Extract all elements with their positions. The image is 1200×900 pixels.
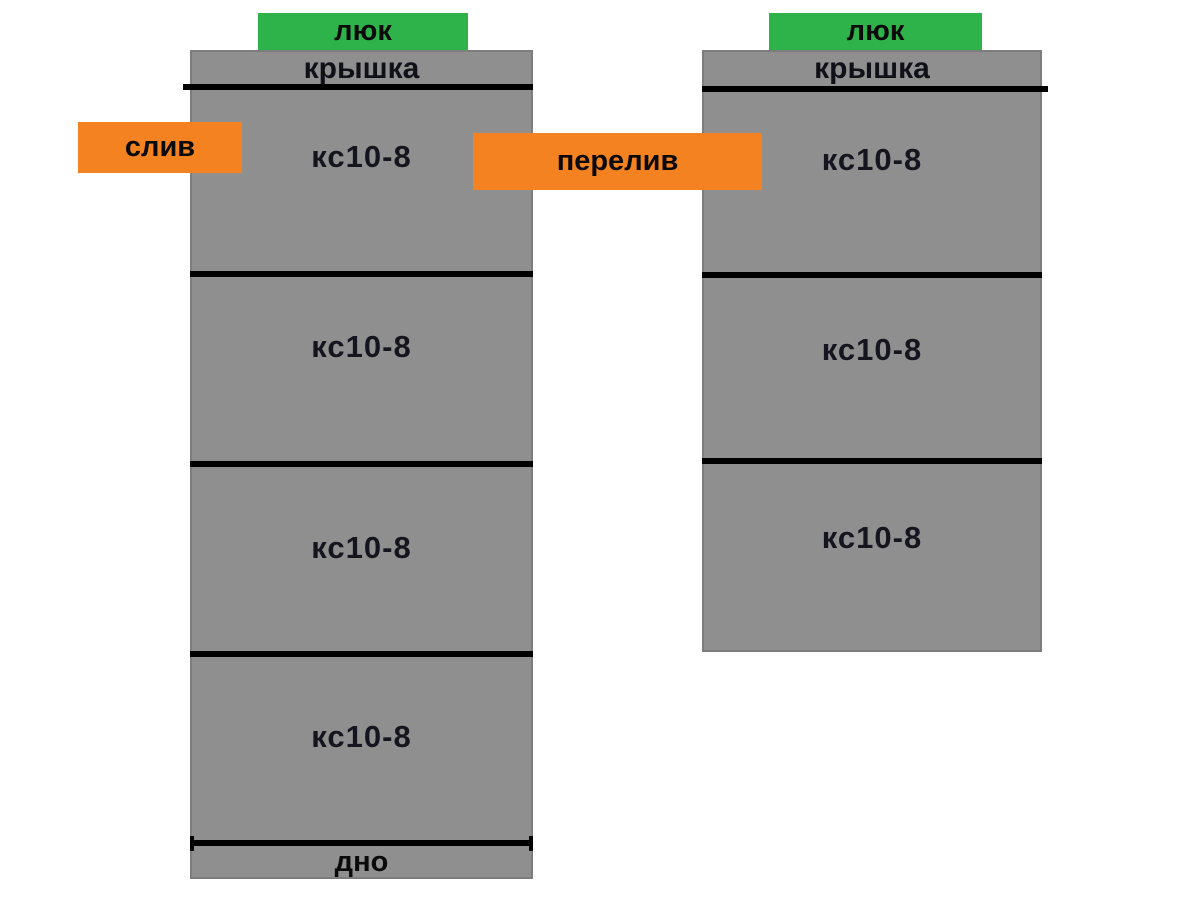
left-bottom-label: дно xyxy=(334,846,389,878)
right-lid-line xyxy=(702,86,1048,92)
drain-tag: слив xyxy=(78,122,242,173)
left-ring-divider-3 xyxy=(190,651,533,657)
right-ring-label-1: кс10-8 xyxy=(821,142,923,177)
left-lid-label: крышка xyxy=(303,52,420,85)
right-ring-label-3: кс10-8 xyxy=(821,520,923,555)
left-ring-divider-1 xyxy=(190,271,533,277)
right-ring-divider-2 xyxy=(702,458,1042,464)
bottom-line-left-tick xyxy=(190,836,194,851)
left-ring-label-3: кс10-8 xyxy=(311,530,412,565)
left-hatch-label: люк xyxy=(258,13,468,50)
overflow-tag: перелив xyxy=(473,133,762,190)
right-ring-divider-1 xyxy=(702,272,1042,278)
left-ring-label-4: кс10-8 xyxy=(311,719,412,754)
right-hatch-label: люк xyxy=(769,13,982,50)
right-lid-label: крышка xyxy=(814,52,930,85)
right-ring-label-2: кс10-8 xyxy=(821,332,923,367)
bottom-line-right-tick xyxy=(529,836,533,851)
left-ring-label-1: кс10-8 xyxy=(311,139,412,174)
left-ring-label-2: кс10-8 xyxy=(311,329,412,364)
left-bottom-line xyxy=(190,836,533,851)
left-lid-line xyxy=(183,84,533,90)
left-ring-divider-2 xyxy=(190,461,533,467)
